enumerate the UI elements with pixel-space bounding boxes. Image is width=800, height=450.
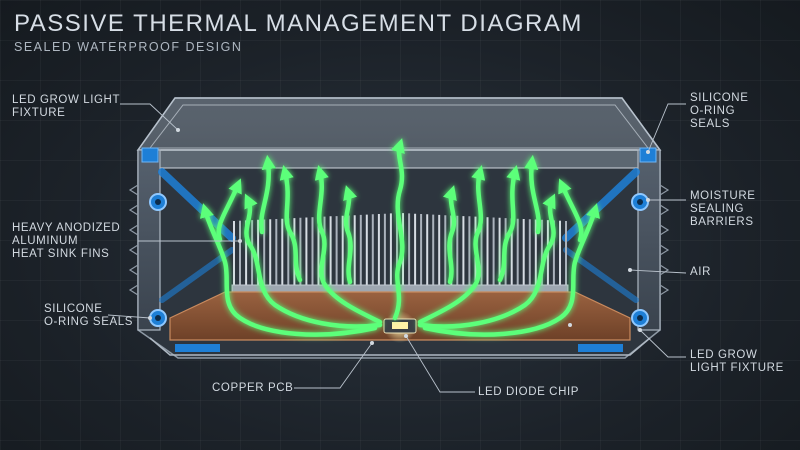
left-wall (137, 149, 161, 331)
heat-arrow-icon (523, 154, 541, 235)
leader-lines (107, 103, 687, 393)
seal-icon (639, 147, 657, 163)
heat-arrow-icon (259, 154, 277, 235)
heat-arrow-icon (422, 203, 601, 337)
bottom-seal-left (175, 344, 220, 352)
o-ring-seals (141, 147, 657, 327)
heat-arrow-icon (216, 178, 242, 243)
label-led-fixture-bottom: LED GROW LIGHT FIXTURE (690, 349, 784, 374)
label-led-diode-chip: LED DIODE CHIP (478, 386, 580, 398)
heat-arrow-icon (343, 185, 357, 285)
heat-flow-arrows (199, 138, 601, 337)
page-title: PASSIVE THERMAL MANAGEMENT DIAGRAM (14, 10, 583, 37)
heat-arrow-icon (497, 165, 521, 283)
seal-icon (141, 147, 159, 163)
heat-arrow-icon (417, 165, 486, 325)
right-wall (637, 149, 661, 331)
bottom-seal-right (578, 344, 623, 352)
heat-arrow-icon (199, 203, 378, 337)
leader-dots (148, 128, 650, 345)
led-diode-chip (383, 311, 417, 343)
heat-arrow-icon (391, 138, 405, 321)
label-copper-pcb: COPPER PCB (212, 382, 294, 394)
heat-arrow-icon (314, 165, 383, 325)
label-silicone-seals-top: SILICONE O-RING SEALS (690, 92, 749, 130)
label-heat-sink-fins: HEAVY ANODIZED ALUMINUM HEAT SINK FINS (12, 222, 121, 260)
heat-arrow-icon (558, 178, 584, 243)
page-subtitle: SEALED WATERPROOF DESIGN (14, 40, 243, 54)
top-lid (136, 97, 662, 151)
label-silicone-seals-left: SILICONE O-RING SEALS (44, 303, 133, 328)
heat-arrow-icon (279, 165, 303, 283)
label-led-fixture-top: LED GROW LIGHT FIXTURE (12, 94, 121, 119)
heat-arrow-icon (417, 193, 556, 329)
heat-arrow-icon (443, 185, 457, 285)
label-air: AIR (690, 266, 711, 278)
heat-arrow-icon (244, 193, 383, 329)
label-moisture-barriers: MOISTURE SEALING BARRIERS (690, 190, 756, 228)
